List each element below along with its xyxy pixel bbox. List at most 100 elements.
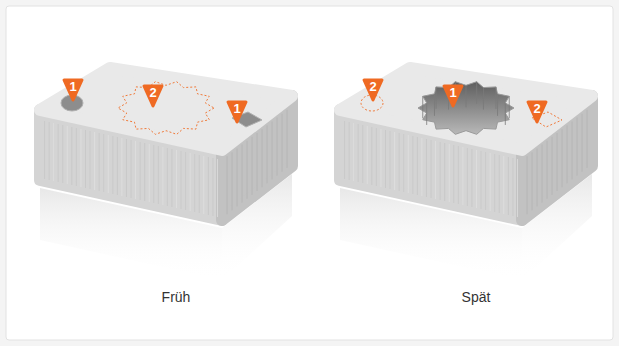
tool-mark	[49, 122, 50, 180]
tool-mark	[267, 125, 268, 183]
top-face	[40, 68, 292, 150]
tool-mark	[417, 137, 418, 195]
callout-marker: 1	[226, 100, 248, 124]
tool-mark	[344, 121, 345, 179]
top-face	[340, 68, 592, 150]
tool-mark	[421, 138, 422, 196]
tool-mark	[153, 145, 154, 203]
tool-mark	[349, 122, 350, 180]
pocket-wall-mark	[476, 82, 477, 104]
pocket-wall-mark	[426, 103, 427, 125]
tool-mark	[67, 126, 68, 184]
tool-mark	[212, 158, 213, 216]
tool-mark	[503, 156, 504, 214]
tool-mark	[277, 118, 278, 176]
callout-number: 1	[442, 85, 464, 101]
tool-mark	[167, 148, 168, 206]
tool-mark	[527, 156, 528, 214]
pocket-wall-mark	[505, 103, 506, 125]
tool-mark	[444, 143, 445, 201]
tool-mark	[208, 157, 209, 215]
tool-mark	[176, 150, 177, 208]
callout-number: 2	[142, 85, 164, 101]
tool-mark	[162, 147, 163, 205]
tool-mark	[140, 142, 141, 200]
planned-gear-pocket	[118, 82, 214, 135]
tool-mark	[117, 137, 118, 195]
callout-marker: 2	[526, 100, 548, 124]
tool-mark	[121, 138, 122, 196]
tool-mark	[471, 149, 472, 207]
tool-mark	[181, 151, 182, 209]
tool-mark	[512, 158, 513, 216]
tool-mark	[532, 152, 533, 210]
tool-mark	[476, 150, 477, 208]
tool-mark	[44, 121, 45, 179]
tool-mark	[547, 141, 548, 199]
callout-number: 2	[526, 101, 548, 117]
tool-mark	[242, 145, 243, 203]
tool-mark	[431, 140, 432, 198]
tool-mark	[103, 134, 104, 192]
tool-mark	[462, 147, 463, 205]
tool-mark	[440, 142, 441, 200]
tool-mark	[252, 137, 253, 195]
callout-marker: 2	[142, 84, 164, 108]
tool-mark	[508, 157, 509, 215]
tool-mark	[362, 125, 363, 183]
tool-mark	[577, 118, 578, 176]
callout-number: 1	[226, 101, 248, 117]
callout-marker: 1	[442, 84, 464, 108]
gear-pocket	[418, 82, 514, 135]
stage-label: Spät	[462, 289, 491, 305]
workpiece-block	[340, 68, 592, 280]
tool-mark	[262, 129, 263, 187]
tool-mark	[467, 148, 468, 206]
tool-mark	[587, 110, 588, 168]
pocket-wall-mark	[466, 85, 467, 107]
pocket-wall-mark	[436, 87, 437, 109]
tool-mark	[237, 148, 238, 206]
tool-mark	[135, 141, 136, 199]
tool-mark	[426, 139, 427, 197]
tool-mark	[494, 154, 495, 212]
tool-mark	[149, 144, 150, 202]
tool-mark	[572, 121, 573, 179]
tool-mark	[227, 156, 228, 214]
tool-mark	[557, 133, 558, 191]
tool-mark	[542, 145, 543, 203]
tool-mark	[58, 124, 59, 182]
tool-mark	[126, 139, 127, 197]
tool-mark	[76, 128, 77, 186]
tool-mark	[481, 151, 482, 209]
pocket-wall-mark	[483, 88, 484, 110]
tool-mark	[358, 124, 359, 182]
pocket-wall-mark	[497, 94, 498, 116]
tool-mark	[485, 152, 486, 210]
tool-mark	[408, 135, 409, 193]
tool-mark	[385, 130, 386, 188]
callout-number: 1	[62, 79, 84, 95]
tool-mark	[371, 127, 372, 185]
callout-marker: 2	[362, 78, 384, 102]
frame	[6, 6, 613, 340]
tool-mark	[257, 133, 258, 191]
tool-mark	[199, 155, 200, 213]
tool-mark	[108, 135, 109, 193]
tool-mark	[567, 125, 568, 183]
pocket-wall-mark	[422, 96, 423, 118]
tool-mark	[62, 125, 63, 183]
tool-mark	[85, 130, 86, 188]
tool-mark	[394, 132, 395, 190]
tool-mark	[390, 131, 391, 189]
tool-mark	[282, 114, 283, 172]
tool-mark	[582, 114, 583, 172]
tool-mark	[490, 153, 491, 211]
tool-mark	[94, 132, 95, 190]
tool-mark	[562, 129, 563, 187]
tool-mark	[90, 131, 91, 189]
tool-mark	[287, 110, 288, 168]
stage-label: Früh	[162, 289, 191, 305]
tool-mark	[353, 123, 354, 181]
tool-mark	[449, 144, 450, 202]
